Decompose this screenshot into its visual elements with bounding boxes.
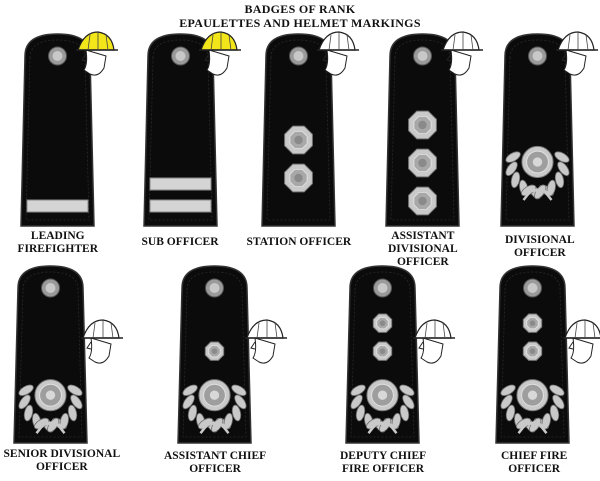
rank-label-line: SUB OFFICER [141, 236, 219, 248]
laurel-wreath-icon [505, 145, 570, 201]
rank-label-line: DEPUTY CHIEF [340, 450, 427, 462]
rank-pip-icon [204, 341, 225, 361]
white-helmet-icon [317, 31, 359, 76]
rank-label-line: LEADING [30, 230, 85, 242]
rank-label-line: OFFICER [189, 463, 241, 475]
laurel-wreath-icon [182, 379, 247, 434]
rank-label-sub-officer: SUB OFFICER [142, 236, 219, 249]
epaulette-shape [13, 265, 88, 444]
white-helmet-icon [245, 319, 287, 364]
laurel-wreath-icon [18, 379, 83, 434]
rank-pip-icon [284, 163, 313, 193]
laurel-wreath-icon [500, 379, 565, 434]
epaulette-graphic [500, 31, 598, 227]
rank-bar-icon [149, 199, 212, 213]
rank-badge-senior-divisional-officer [8, 262, 133, 447]
white-helmet-icon [81, 319, 123, 364]
rank-label-line: OFFICER [396, 256, 449, 268]
rank-pip-icon [408, 186, 437, 216]
yellow-helmet-icon [76, 31, 118, 76]
rank-label-line: FIRE OFFICER [342, 463, 425, 475]
rank-label-line: ASSISTANT [391, 230, 455, 242]
epaulette-graphic [177, 265, 287, 444]
epaulette-graphic [385, 31, 483, 227]
rank-pip-icon [522, 341, 543, 361]
rank-label-line: STATION OFFICER [246, 236, 352, 248]
rank-label-line: DIVISIONAL [505, 234, 575, 246]
rank-bar-icon [149, 177, 212, 191]
rank-label-line: SENIOR DIVISIONAL [3, 448, 121, 460]
laurel-wreath-icon [350, 379, 415, 434]
rank-label-line: ASSISTANT CHIEF [164, 450, 267, 462]
rank-label-line: DIVISIONAL [388, 243, 458, 255]
rank-pip-icon [408, 110, 437, 140]
rank-badge-deputy-chief-fire-officer [340, 262, 465, 447]
rank-pip-icon [408, 148, 437, 178]
page-title: BADGES OF RANK [244, 2, 356, 16]
rank-pip-icon [522, 313, 543, 333]
white-helmet-icon [441, 31, 483, 76]
epaulette-graphic [20, 31, 118, 227]
rank-badge-assistant-divisional-officer [380, 30, 505, 230]
rank-badge-chief-fire-officer [490, 262, 600, 447]
white-helmet-icon [413, 319, 455, 364]
page-subtitle: EPAULETTES AND HELMET MARKINGS [179, 16, 421, 30]
rank-label-line: OFFICER [508, 463, 561, 475]
rank-label-station-officer: STATION OFFICER [247, 236, 352, 249]
epaulette-graphic [261, 31, 359, 227]
yellow-helmet-icon [199, 31, 241, 76]
rank-pip-icon [372, 341, 393, 361]
rank-badge-divisional-officer [495, 30, 600, 230]
rank-bar-icon [26, 199, 89, 213]
rank-pip-icon [284, 125, 313, 155]
epaulette-graphic [345, 265, 455, 444]
rank-label-line: OFFICER [513, 247, 566, 259]
rank-badge-leading-firefighter [15, 30, 140, 230]
rank-label-line: FIREFIGHTER [17, 243, 99, 255]
rank-pip-icon [372, 313, 393, 333]
white-helmet-icon [556, 31, 598, 76]
epaulette-graphic [495, 265, 600, 444]
rank-label-line: CHIEF FIRE [501, 450, 568, 462]
rank-badge-station-officer [256, 30, 381, 230]
rank-badge-sub-officer [138, 30, 263, 230]
rank-badge-assistant-chief-officer [172, 262, 297, 447]
epaulette-graphic [143, 31, 241, 227]
white-helmet-icon [563, 319, 600, 364]
epaulette-graphic [13, 265, 123, 444]
rank-label-line: OFFICER [35, 461, 88, 473]
